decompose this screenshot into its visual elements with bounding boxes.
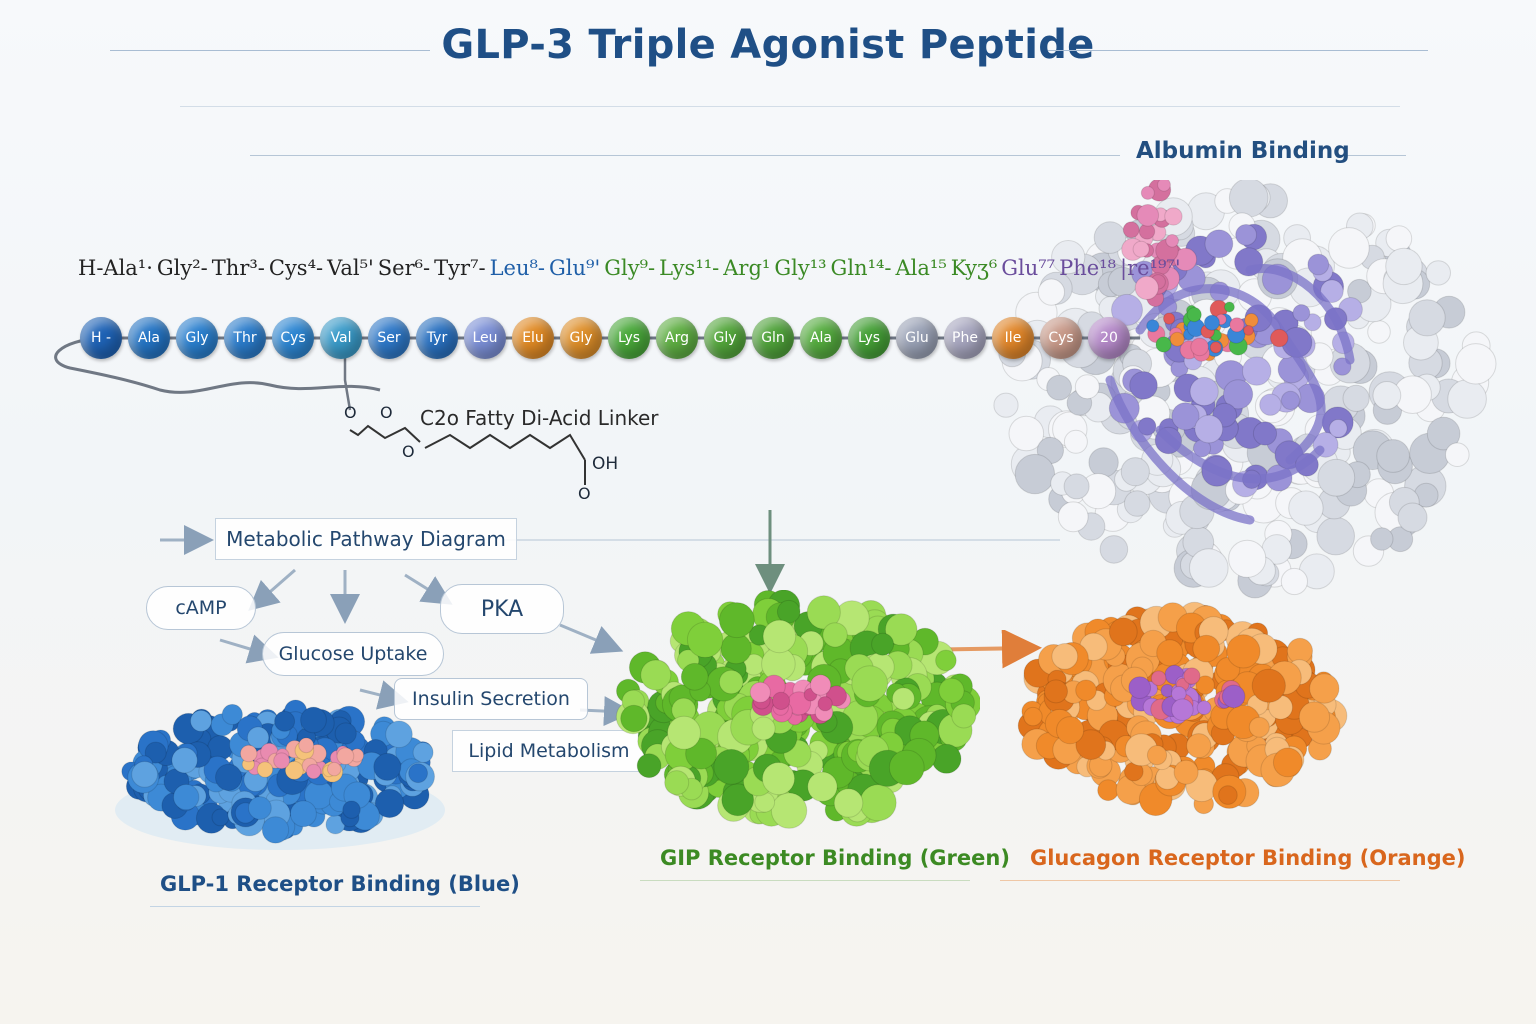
sequence-residue-text: Val⁵' xyxy=(327,256,374,280)
sequence-residue-text: Glu⁷⁷ xyxy=(1001,256,1056,280)
residue-bead: 20 xyxy=(1088,317,1130,359)
pathway-title-box: Metabolic Pathway Diagram xyxy=(215,518,517,560)
sequence-residue-text: Phe¹⁸ xyxy=(1059,256,1117,280)
residue-bead: Gly xyxy=(704,317,746,359)
residue-bead: Ala xyxy=(800,317,842,359)
sequence-residue-text: Gly¹³ xyxy=(774,256,827,280)
glucagon-receptor-label: Glucagon Receptor Binding (Orange) xyxy=(1030,846,1466,870)
sequence-residue-text: Ala¹⁵ xyxy=(895,256,947,280)
sequence-residue-text: Glu⁹' xyxy=(549,256,601,280)
pathway-arrows xyxy=(160,510,1060,727)
albumin-rule-right xyxy=(1336,155,1406,156)
glucagon-rule xyxy=(1000,880,1400,881)
albumin-rule-left xyxy=(250,155,1120,156)
sequence-residue-text: H-Ala¹· xyxy=(78,256,153,280)
residue-bead: Gly xyxy=(176,317,218,359)
residue-bead: Lys xyxy=(608,317,650,359)
chem-o3: O xyxy=(402,442,415,461)
divider-rule xyxy=(180,106,1400,107)
sequence-residue-text: |re¹⁹⁷' xyxy=(1120,256,1181,280)
residue-bead: Ile xyxy=(992,317,1034,359)
sequence-residue-text: Tyr⁷- xyxy=(434,256,486,280)
sequence-residue-text: Leu⁸- xyxy=(489,256,546,280)
page-title: GLP-3 Triple Agonist Peptide xyxy=(441,22,1095,68)
sequence-residue-text: Gln¹⁴- xyxy=(830,256,892,280)
residue-bead: H - xyxy=(80,317,122,359)
chem-o4: O xyxy=(578,484,591,503)
albumin-protein-illustration xyxy=(993,180,1497,599)
node-pka: PKA xyxy=(440,584,564,634)
residue-bead: Val xyxy=(320,317,362,359)
fatty-acid-linker-structure xyxy=(349,424,586,485)
residue-bead: Cys xyxy=(1040,317,1082,359)
node-camp: cAMP xyxy=(146,586,256,630)
glp1-rule xyxy=(150,906,480,907)
sequence-residue-text: Cys⁴- xyxy=(268,256,324,280)
residue-bead: Gln xyxy=(752,317,794,359)
gip-receptor-illustration xyxy=(615,590,980,829)
sequence-residue-text: Gly⁹- xyxy=(604,256,656,280)
glucagon-receptor-illustration xyxy=(1017,601,1348,817)
node-lipid-metabolism: Lipid Metabolism xyxy=(452,730,646,772)
residue-bead: Ser xyxy=(368,317,410,359)
residue-bead: Thr xyxy=(224,317,266,359)
residue-bead: Gly xyxy=(560,317,602,359)
chem-o1: O xyxy=(344,403,357,422)
sequence-text: H-Ala¹·Gly²-Thr³-Cys⁴-Val⁵'Ser⁶-Tyr⁷-Leu… xyxy=(78,256,1185,280)
sequence-residue-text: Thr³- xyxy=(211,256,265,280)
sequence-residue-text: Ser⁶- xyxy=(377,256,431,280)
linker-label: C2o Fatty Di-Acid Linker xyxy=(420,406,659,430)
residue-bead: Elu xyxy=(512,317,554,359)
sequence-residue-text: Gly²- xyxy=(156,256,208,280)
residue-bead: Lys xyxy=(848,317,890,359)
title-rule-right xyxy=(1048,50,1428,51)
sequence-residue-text: Arg¹ xyxy=(723,256,771,280)
sequence-residue-text: Kyʒ⁶ xyxy=(950,256,998,280)
gip-receptor-label: GIP Receptor Binding (Green) xyxy=(660,846,1010,870)
albumin-binding-label: Albumin Binding xyxy=(1136,138,1350,164)
title-rule-left xyxy=(110,50,430,51)
chem-oh: OH xyxy=(592,454,619,474)
residue-bead: Glu xyxy=(896,317,938,359)
gip-rule xyxy=(640,880,970,881)
residue-bead: Phe xyxy=(944,317,986,359)
residue-bead: Ala xyxy=(128,317,170,359)
residue-bead: Tyr xyxy=(416,317,458,359)
sequence-residue-text: Lys¹¹- xyxy=(659,256,720,280)
residue-bead: Leu xyxy=(464,317,506,359)
chem-o2: O xyxy=(380,403,393,422)
node-insulin-secretion: Insulin Secretion xyxy=(394,678,588,720)
residue-bead: Cys xyxy=(272,317,314,359)
glp1-receptor-label: GLP-1 Receptor Binding (Blue) xyxy=(160,872,520,896)
glp1-receptor-illustration xyxy=(115,699,445,850)
node-glucose-uptake: Glucose Uptake xyxy=(262,632,444,676)
residue-bead: Arg xyxy=(656,317,698,359)
